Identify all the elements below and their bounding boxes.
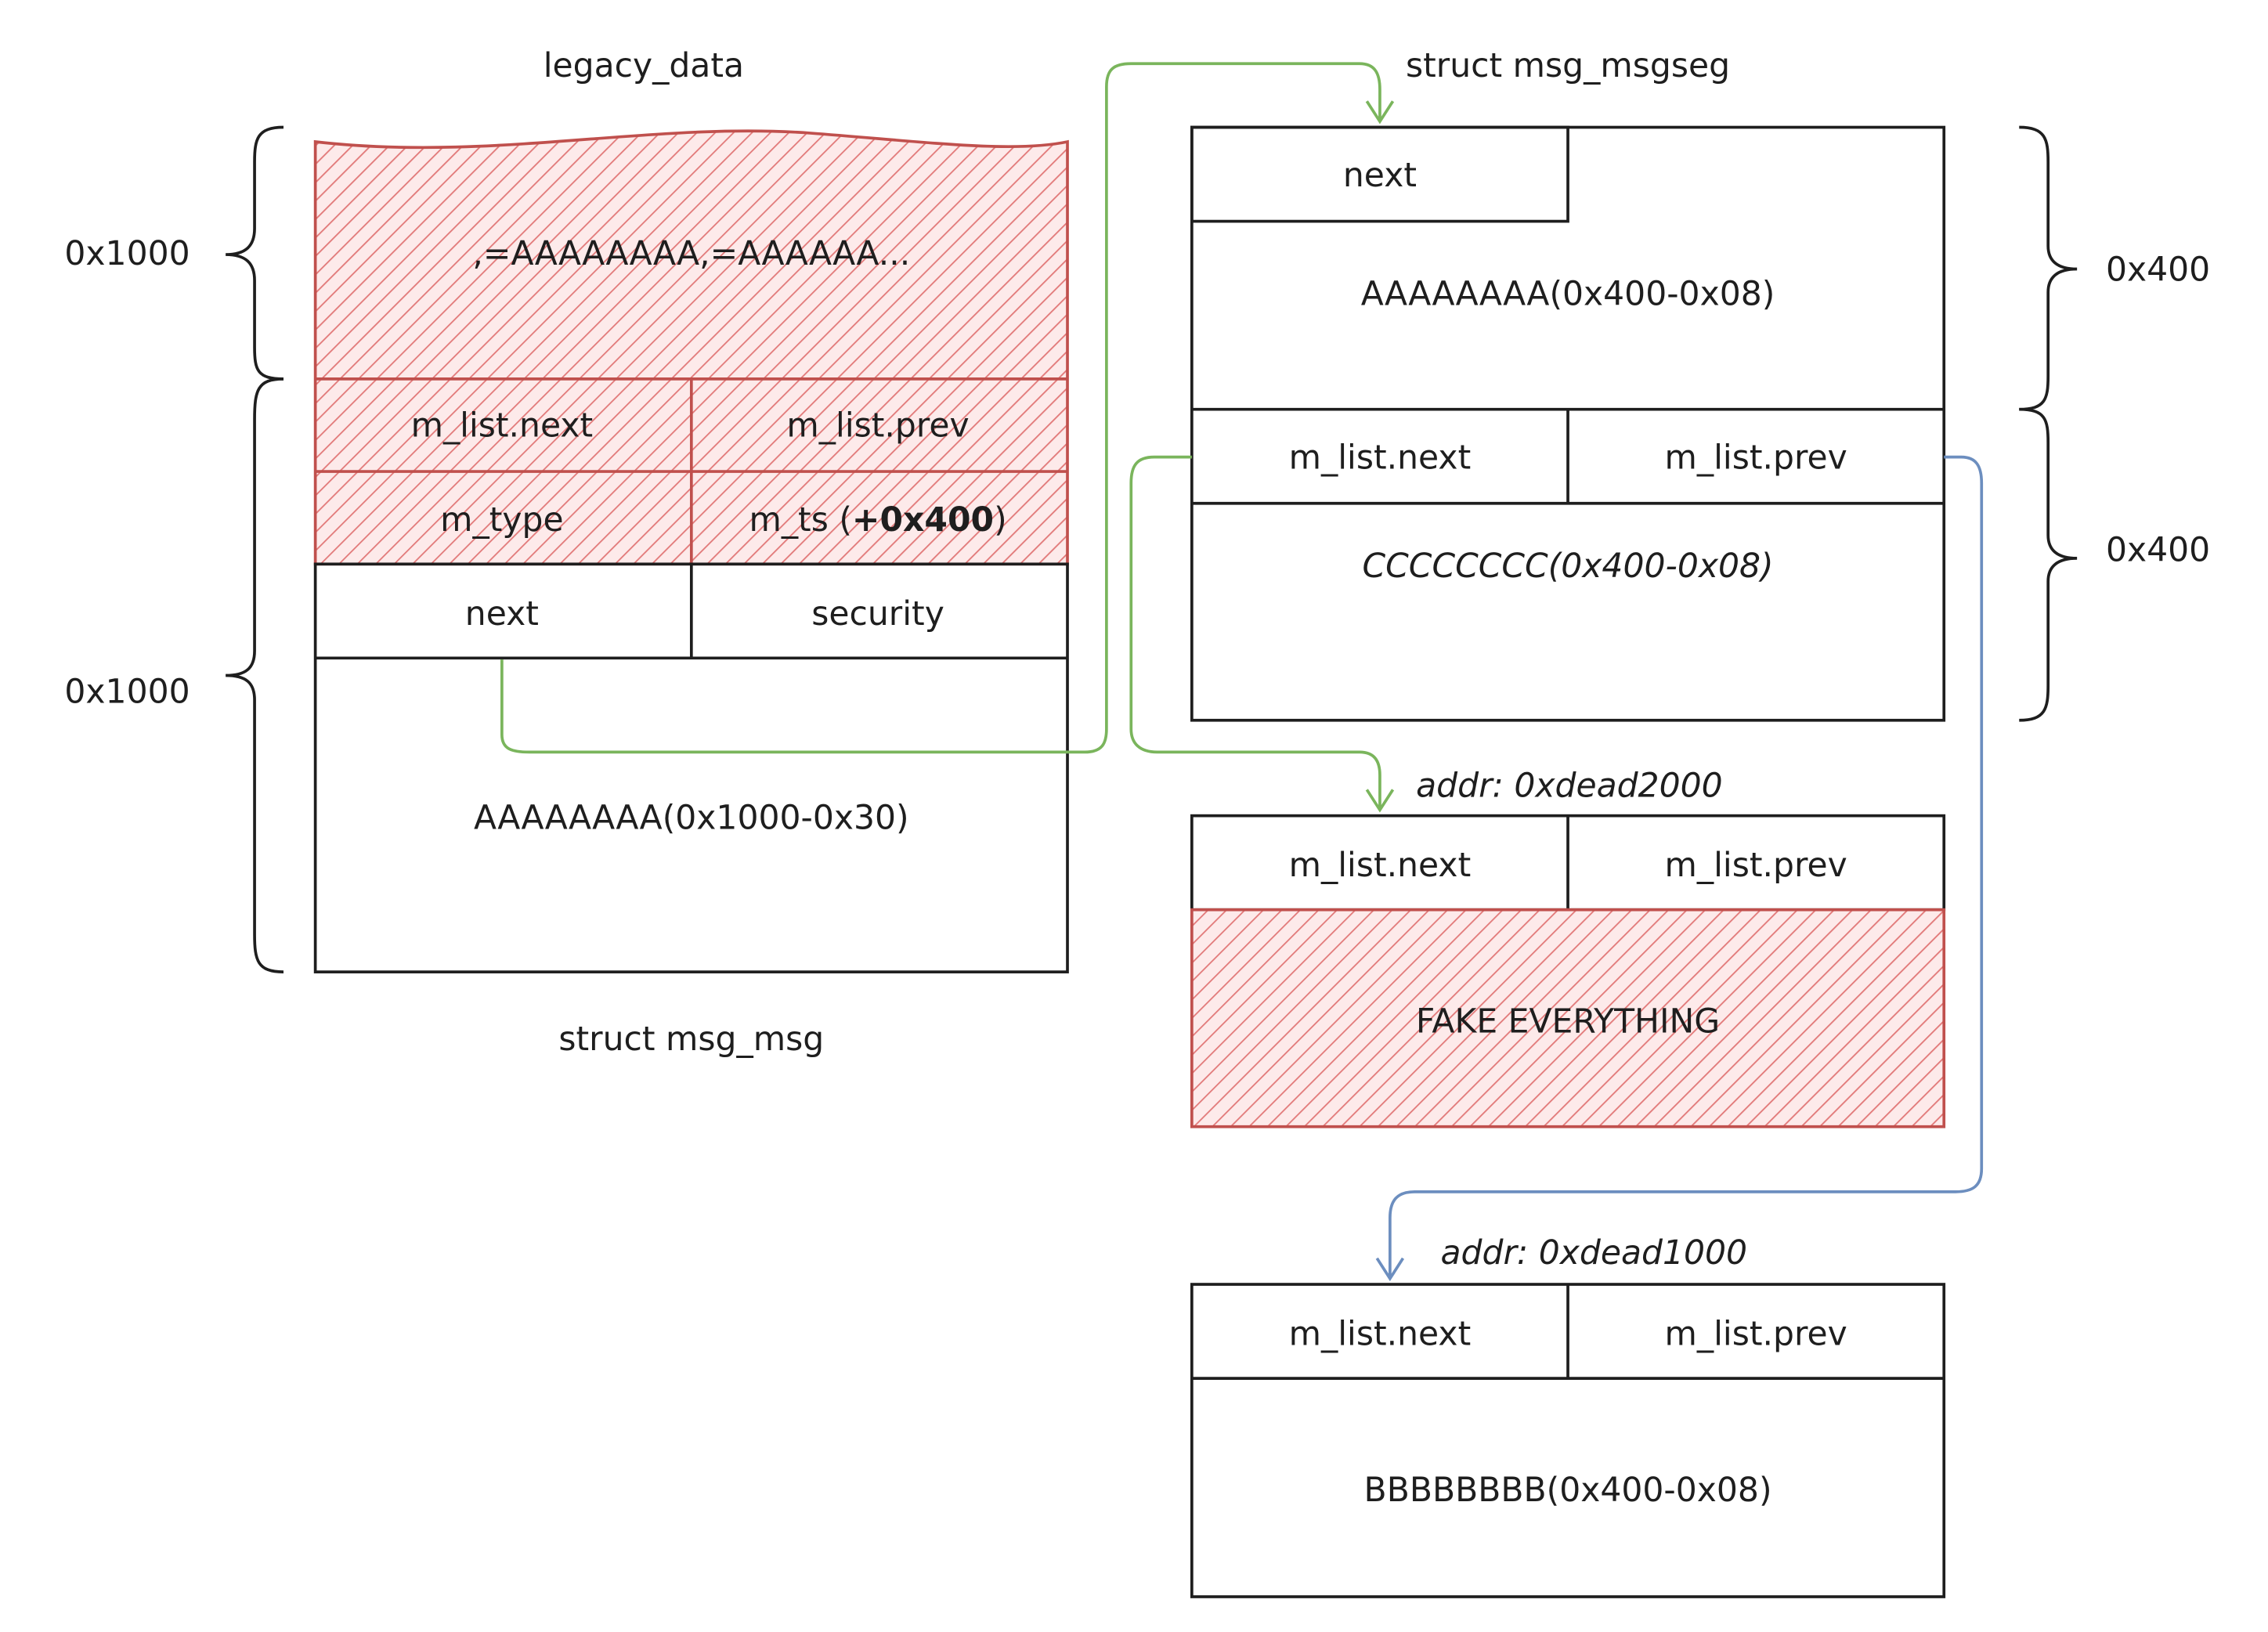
bottom-m-list-next: m_list.next xyxy=(1289,1316,1472,1354)
left-payload: AAAAAAAA(0x1000-0x30) xyxy=(474,799,909,837)
fake-m-list-prev: m_list.prev xyxy=(1665,847,1847,885)
fake-addr-label: addr: 0xdead2000 xyxy=(1416,767,1723,806)
left-m-list-next: m_list.next xyxy=(411,407,594,446)
arrow-mlist-next-to-fake xyxy=(1129,455,1381,811)
left-m-list-prev: m_list.prev xyxy=(786,407,969,446)
left-security-field: security xyxy=(811,595,944,634)
size-label-right-bottom: 0x400 xyxy=(2106,532,2210,570)
msgseg-m-list-prev: m_list.prev xyxy=(1665,439,1847,477)
legacy-data-hatch-area xyxy=(313,129,1069,566)
msgseg-next-field: next xyxy=(1343,157,1417,195)
msgseg-next-box xyxy=(1190,125,1569,223)
brace-right-bottom xyxy=(2019,407,2078,722)
legacy-data-label: legacy_data xyxy=(544,47,744,85)
brace-left-top xyxy=(226,125,284,381)
arrowhead-mlist-next-to-fake xyxy=(1365,789,1395,813)
brace-right-top xyxy=(2019,125,2078,411)
brace-left-bottom xyxy=(226,377,284,973)
msg-msg-label: struct msg_msg xyxy=(558,1020,824,1059)
size-label-left-top: 0x1000 xyxy=(64,235,190,273)
arrow-next-to-msgseg xyxy=(500,62,1381,754)
msgseg-m-list-next: m_list.next xyxy=(1289,439,1472,477)
size-label-left-bottom: 0x1000 xyxy=(64,673,190,712)
fake-everything-text: FAKE EVERYTHING xyxy=(1416,1003,1720,1042)
left-next-field: next xyxy=(465,595,539,634)
bottom-addr-label: addr: 0xdead1000 xyxy=(1441,1234,1748,1273)
msgseg-title: struct msg_msgseg xyxy=(1406,47,1730,85)
left-m-ts: m_ts (+0x400) xyxy=(749,501,1006,540)
left-m-type: m_type xyxy=(440,501,563,540)
msgseg-payload2: CCCCCCCC(0x400-0x08) xyxy=(1362,547,1773,586)
legacy-data-fill-text: ,=AAAAAAAA,=AAAAAA... xyxy=(472,235,910,273)
arrowhead-mlist-prev-to-bottom xyxy=(1375,1257,1405,1282)
bottom-m-list-prev: m_list.prev xyxy=(1665,1316,1847,1354)
bottom-payload: BBBBBBBB(0x400-0x08) xyxy=(1364,1471,1772,1510)
size-label-right-top: 0x400 xyxy=(2106,251,2210,289)
arrow-mlist-prev-to-bottom xyxy=(1389,455,1984,1279)
msgseg-payload: AAAAAAAA(0x400-0x08) xyxy=(1361,276,1775,314)
fake-m-list-next: m_list.next xyxy=(1289,847,1472,885)
arrowhead-next-to-msgseg xyxy=(1365,100,1395,125)
fake-everything-area xyxy=(1190,908,1946,1128)
